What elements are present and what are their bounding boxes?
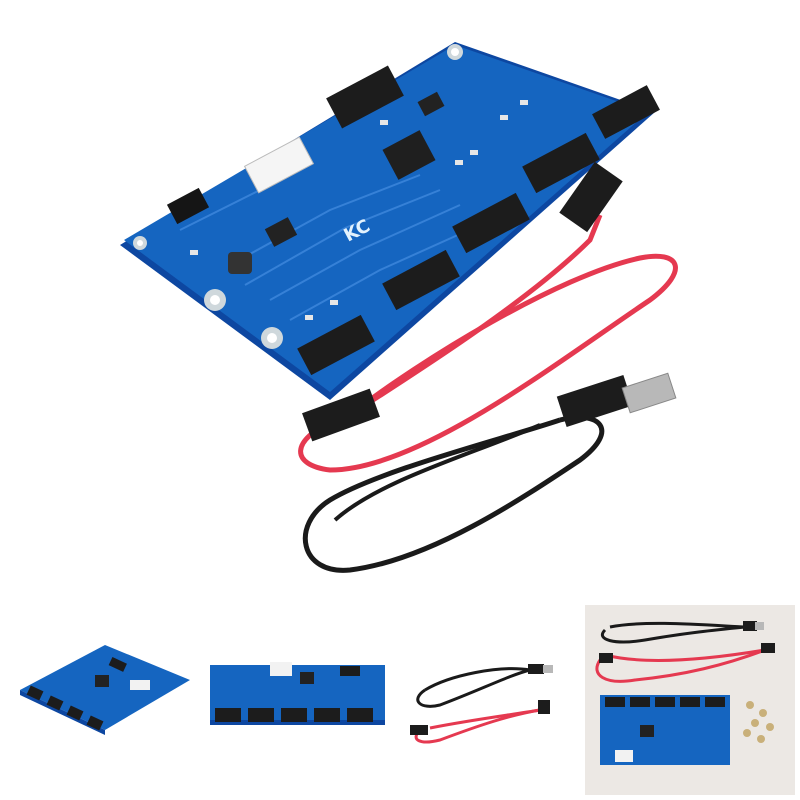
mounting-hole xyxy=(133,44,463,349)
power-connector xyxy=(243,136,315,194)
inductor xyxy=(228,252,252,274)
thumbnail-board-angle[interactable] xyxy=(10,620,200,790)
sata-cable xyxy=(298,161,678,473)
sata-device-ports xyxy=(297,85,660,376)
sata-cable-connector xyxy=(302,388,380,442)
pin-header xyxy=(166,187,210,225)
sata-host-port xyxy=(326,65,404,129)
sata-cable-connector xyxy=(559,161,623,233)
thumbnail-kit-contents[interactable] xyxy=(585,605,795,795)
usb-cable xyxy=(302,372,677,573)
pcb-board: KC xyxy=(120,42,660,400)
usb-plug-metal xyxy=(621,372,677,414)
usb-plug-housing xyxy=(556,374,634,428)
main-product-photo: KC xyxy=(120,42,678,573)
thumbnail-board-front[interactable] xyxy=(205,620,390,790)
thumbnail-cables[interactable] xyxy=(400,620,575,790)
controller-chip xyxy=(382,130,436,180)
